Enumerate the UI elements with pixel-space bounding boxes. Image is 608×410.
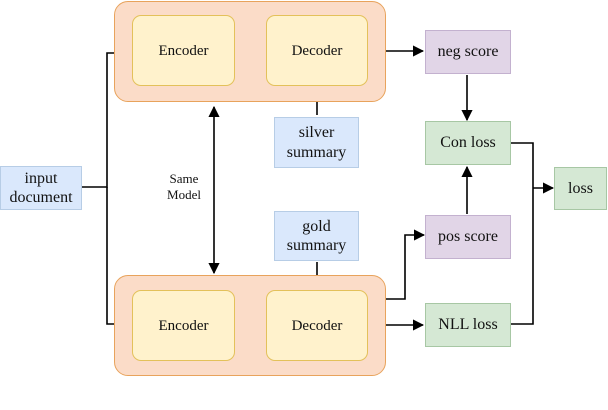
- loss-box: loss: [554, 167, 607, 210]
- top-decoder-block: Decoder: [266, 15, 368, 86]
- silver-summary-box: silver summary: [274, 117, 359, 168]
- con-loss-box: Con loss: [425, 121, 511, 165]
- pos-score-box: pos score: [425, 215, 511, 259]
- input-document-box: input document: [0, 166, 82, 210]
- top-encoder-block: Encoder: [132, 15, 235, 86]
- edge-bottom-to-pos-score: [386, 229, 426, 300]
- nll-loss-box: NLL loss: [425, 303, 511, 347]
- neg-score-box: neg score: [425, 30, 511, 74]
- same-model-label: Same Model: [167, 171, 201, 202]
- edge-con-loss-to-loss: [510, 142, 534, 325]
- gold-summary-box: gold summary: [274, 211, 359, 261]
- bottom-decoder-block: Decoder: [266, 290, 368, 361]
- bottom-encoder-block: Encoder: [132, 290, 235, 361]
